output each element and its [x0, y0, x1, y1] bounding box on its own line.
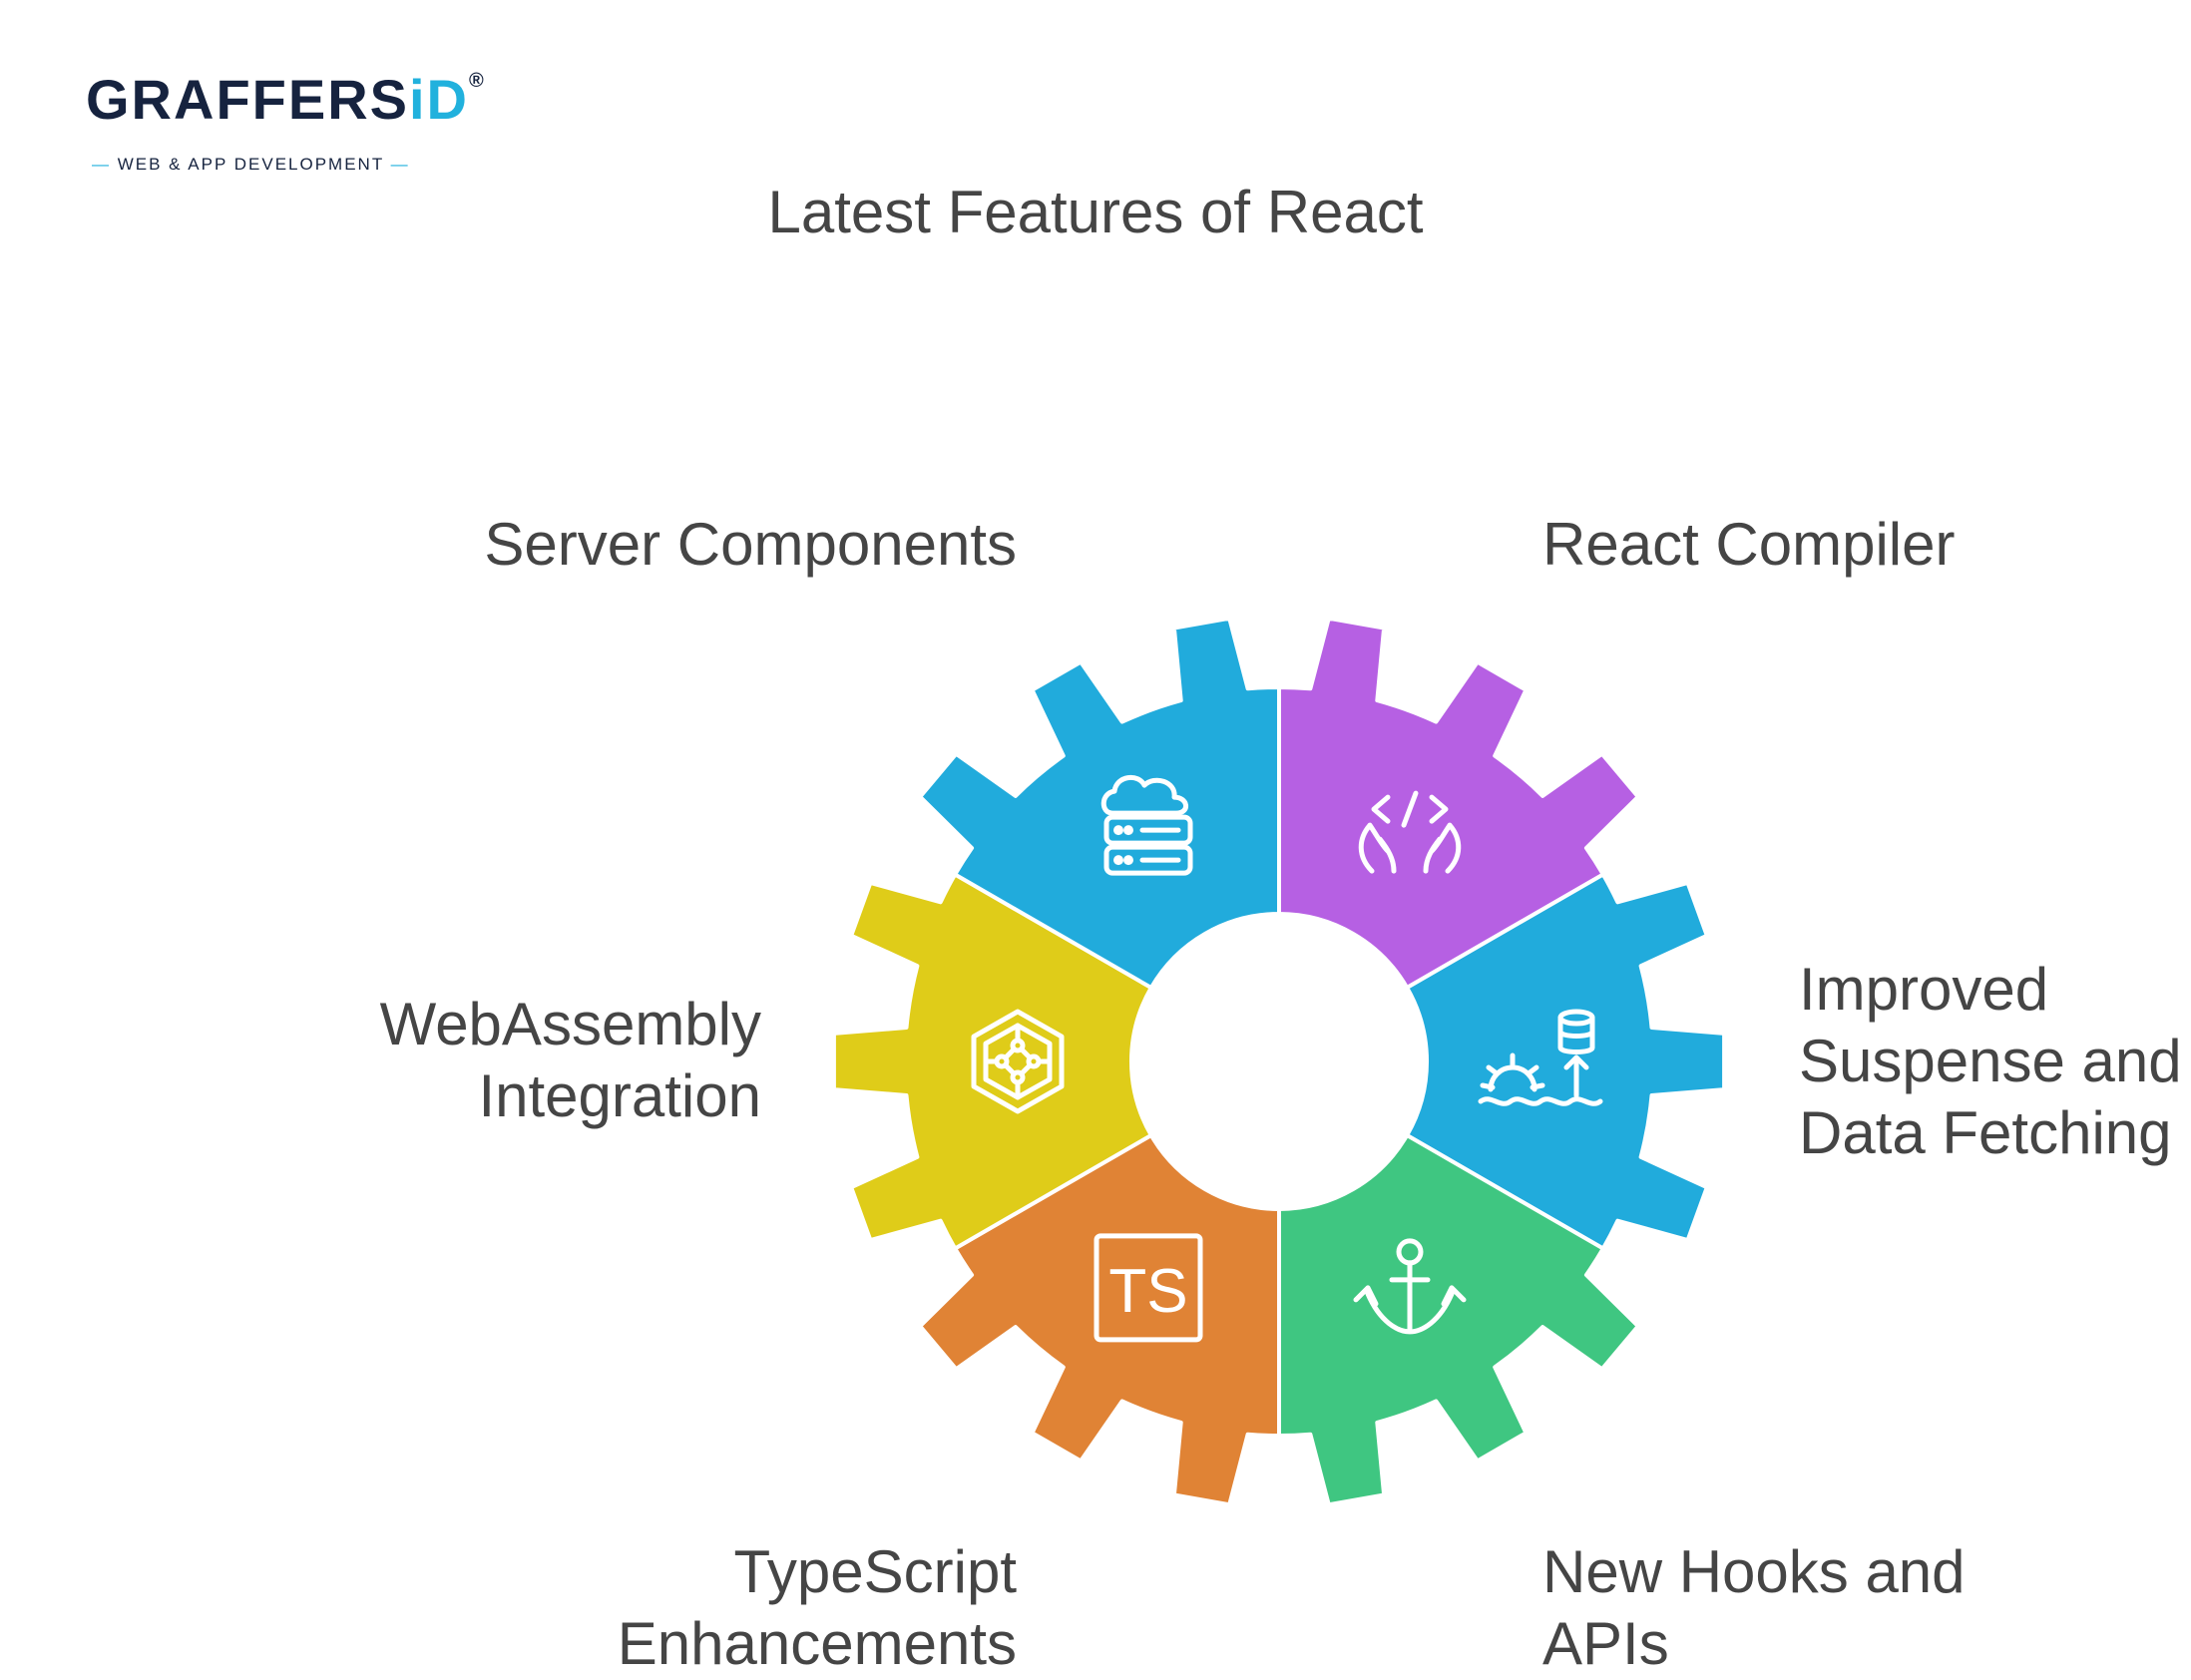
- logo-tagline: — WEB & APP DEVELOPMENT —: [92, 155, 410, 174]
- typescript-icon-label: TS: [1108, 1257, 1187, 1326]
- logo-wordmark: GRAFFERSiD: [86, 68, 469, 131]
- label-server-components: Server Components: [484, 511, 1017, 578]
- webassembly-hexagon-icon: [971, 1009, 1065, 1114]
- anchor-icon: [1353, 1238, 1467, 1335]
- cloud-server-icon: [1100, 775, 1193, 876]
- label-typescript: TypeScript Enhancements: [617, 1538, 1017, 1677]
- code-hands-icon: [1358, 790, 1462, 874]
- label-webassembly: WebAssembly Integration: [379, 991, 761, 1129]
- page-title: Latest Features of React: [767, 179, 1424, 245]
- graffersid-logo: GRAFFERSiD ® — WEB & APP DEVELOPMENT —: [78, 70, 497, 180]
- gear-center: [1131, 914, 1427, 1209]
- registered-mark: ®: [469, 70, 484, 92]
- label-react-compiler: React Compiler: [1542, 511, 1956, 578]
- label-improved-suspense: Improved Suspense and Data Fetching: [1799, 956, 2182, 1166]
- database-gear-icon: [1478, 1009, 1603, 1106]
- label-new-hooks: New Hooks and APIs: [1542, 1538, 1966, 1677]
- typescript-icon: [1094, 1233, 1203, 1343]
